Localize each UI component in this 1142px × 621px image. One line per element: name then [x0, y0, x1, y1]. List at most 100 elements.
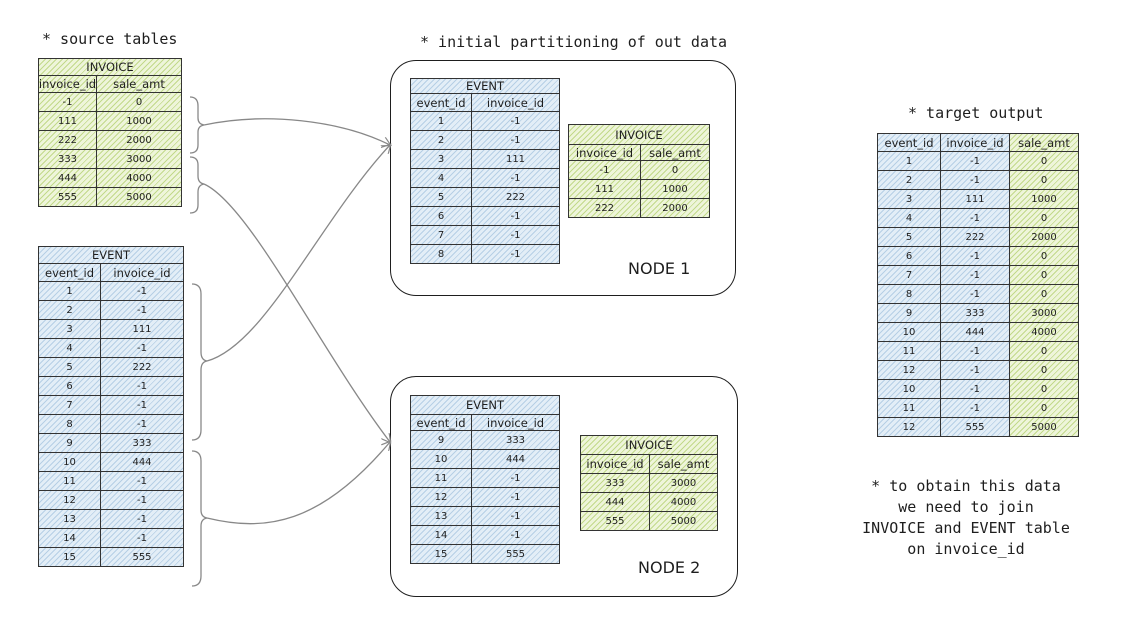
table-cell: 4000 [1009, 322, 1079, 342]
table-cell: 13 [410, 506, 472, 526]
table-cell: -1 [100, 338, 184, 358]
table-cell: 111 [940, 189, 1010, 209]
table-cell: 13 [38, 509, 101, 529]
source-tables-label: * source tables [42, 30, 178, 48]
table-cell: -1 [471, 111, 560, 131]
column-header: event_id [410, 93, 472, 112]
column-header: invoice_id [471, 93, 560, 112]
table-title: EVENT [38, 246, 184, 264]
table-cell: 1000 [96, 111, 182, 131]
table-cell: -1 [100, 414, 184, 434]
table-cell: 1000 [1009, 189, 1079, 209]
table-cell: -1 [940, 341, 1010, 361]
table-cell: 555 [580, 511, 650, 531]
table-cell: 0 [1009, 246, 1079, 266]
table-cell: -1 [471, 225, 560, 245]
table-title: INVOICE [568, 124, 710, 145]
table-cell: 3 [38, 319, 101, 339]
column-header: event_id [877, 133, 941, 152]
table-cell: 444 [38, 168, 97, 188]
column-header: event_id [410, 414, 472, 431]
table-cell: 2 [877, 170, 941, 190]
brace-event-node1 [191, 283, 208, 441]
arrow-event-to-node2 [206, 442, 390, 525]
table-cell: -1 [471, 468, 560, 488]
table-cell: 6 [877, 246, 941, 266]
column-header: invoice_id [471, 414, 560, 431]
join-note: * to obtain this data we need to join IN… [836, 476, 1096, 560]
table-cell: 5000 [96, 187, 182, 207]
table-cell: -1 [568, 160, 641, 180]
target-output-label: * target output [908, 104, 1044, 122]
table-cell: 555 [38, 187, 97, 207]
table-title: EVENT [410, 78, 560, 94]
node-2-box [390, 376, 738, 597]
table-cell: 333 [940, 303, 1010, 323]
brace-invoice-node1 [189, 96, 205, 154]
table-cell: 555 [940, 417, 1010, 437]
table-cell: 3000 [1009, 303, 1079, 323]
table-cell: 8 [877, 284, 941, 304]
table-cell: 10 [877, 379, 941, 399]
table-cell: 555 [100, 547, 184, 567]
initial-partitioning-label: * initial partitioning of out data [420, 33, 728, 51]
table-cell: 3000 [649, 473, 718, 493]
table-cell: 222 [568, 198, 641, 218]
column-header: sale_amt [640, 144, 710, 161]
column-header: sale_amt [96, 75, 182, 93]
table-cell: -1 [940, 398, 1010, 418]
table-cell: 0 [1009, 265, 1079, 285]
table-cell: 15 [410, 544, 472, 564]
table-cell: 11 [410, 468, 472, 488]
table-cell: 444 [471, 449, 560, 469]
table-cell: 12 [877, 360, 941, 380]
table-cell: -1 [471, 206, 560, 226]
table-cell: 14 [410, 525, 472, 545]
table-cell: 222 [38, 130, 97, 150]
table-cell: 1000 [640, 179, 710, 199]
table-cell: 1 [410, 111, 472, 131]
table-cell: -1 [471, 168, 560, 188]
column-header: sale_amt [649, 454, 718, 474]
table-cell: 333 [100, 433, 184, 453]
table-title: EVENT [410, 395, 560, 415]
table-cell: -1 [940, 208, 1010, 228]
table-cell: 5000 [1009, 417, 1079, 437]
brace-invoice-node2 [189, 156, 205, 214]
table-cell: 333 [580, 473, 650, 493]
table-cell: -1 [471, 506, 560, 526]
node-1-box [390, 60, 736, 296]
table-cell: 11 [877, 341, 941, 361]
arrow-event-to-node1 [206, 145, 390, 362]
table-cell: 1 [38, 281, 101, 301]
table-cell: -1 [100, 281, 184, 301]
table-cell: -1 [471, 130, 560, 150]
join-note-line: * to obtain this data [871, 477, 1061, 495]
table-cell: 6 [410, 206, 472, 226]
table-cell: -1 [100, 509, 184, 529]
table-cell: 111 [38, 111, 97, 131]
table-cell: 9 [38, 433, 101, 453]
table-cell: 5000 [649, 511, 718, 531]
column-header: invoice_id [100, 263, 184, 282]
table-cell: 10 [410, 449, 472, 469]
table-cell: 4000 [649, 492, 718, 512]
brace-event-node2 [191, 450, 208, 587]
table-cell: 5 [877, 227, 941, 247]
column-header: invoice_id [568, 144, 641, 161]
table-cell: -1 [38, 92, 97, 112]
table-cell: 2000 [640, 198, 710, 218]
join-note-line: on invoice_id [907, 540, 1025, 558]
column-header: sale_amt [1009, 133, 1079, 152]
table-cell: 444 [940, 322, 1010, 342]
table-cell: 10 [38, 452, 101, 472]
table-title: INVOICE [38, 58, 182, 76]
arrow-invoice-to-node2 [203, 183, 390, 442]
table-cell: 111 [100, 319, 184, 339]
